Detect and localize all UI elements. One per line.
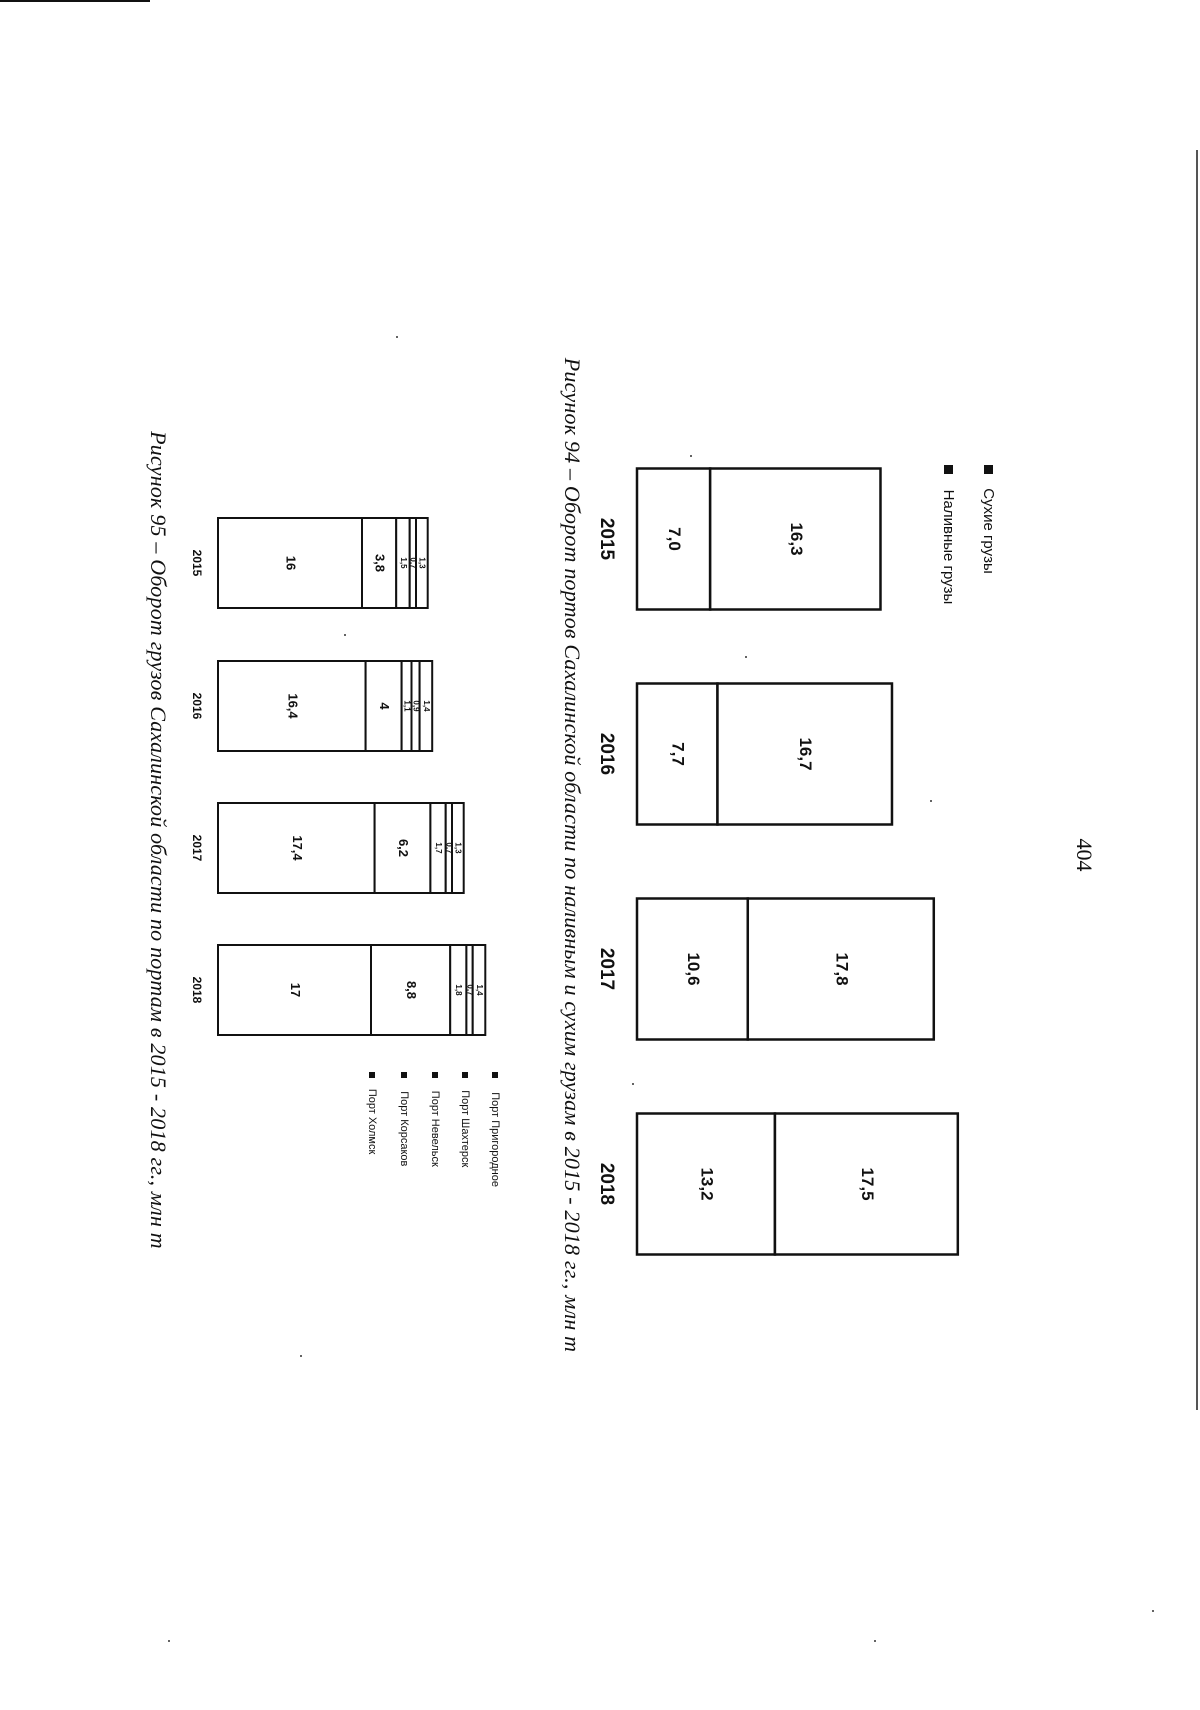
- bar-2015-series-0: [217, 517, 363, 609]
- scan-speck: [874, 1640, 876, 1642]
- data-label-2018-series-1: 8,8: [404, 981, 419, 999]
- scan-speck: [168, 1640, 170, 1642]
- tick-label-2017: 2017: [190, 835, 204, 862]
- legend-marker-0: [492, 1072, 498, 1078]
- data-label-2018-series-4: 1,4: [475, 984, 484, 996]
- legend-marker-1: [462, 1072, 468, 1078]
- data-label-2015-series-3: 0,7: [409, 557, 418, 569]
- tick-label-2017: 2017: [596, 948, 617, 990]
- bar-2015-series-1: [708, 467, 882, 611]
- data-label-2016-series-0: 7,7: [669, 742, 688, 766]
- bar-2016-series-1: [364, 660, 403, 752]
- data-label-2018-series-1: 17,5: [858, 1167, 877, 1200]
- data-label-2015-series-1: 16,3: [787, 522, 806, 555]
- data-label-2016-series-3: 0,9: [411, 700, 420, 712]
- bar-2018-series-4: [471, 944, 487, 1036]
- bar-2018-series-1: [370, 944, 452, 1036]
- tick-label-2016: 2016: [190, 693, 204, 720]
- data-label-2015-series-4: 1,3: [418, 557, 427, 569]
- data-label-2016-series-0: 16,4: [285, 693, 300, 719]
- tick-label-2018: 2018: [596, 1163, 617, 1205]
- tick-label-2018: 2018: [190, 977, 204, 1004]
- bar-2017-series-1: [746, 897, 936, 1041]
- data-label-2018-series-2: 1,8: [454, 984, 463, 996]
- scan-speck: [690, 455, 692, 457]
- legend-marker-dry: [984, 465, 993, 474]
- legend-marker-2: [432, 1072, 438, 1078]
- data-label-2015-series-2: 1,5: [399, 557, 408, 569]
- bar-2018-series-1: [773, 1112, 960, 1256]
- bar-2017-series-1: [373, 802, 432, 894]
- legend-label-2: Порт Невельск: [429, 1091, 441, 1167]
- bar-2016-series-1: [716, 682, 894, 826]
- data-label-2016-series-1: 16,7: [796, 737, 815, 770]
- legend-marker-liquid: [944, 465, 953, 474]
- data-label-2017-series-1: 6,2: [396, 839, 411, 857]
- scan-speck: [930, 800, 932, 802]
- scan-edge-right: [1196, 150, 1198, 1410]
- data-label-2017-series-0: 10,6: [684, 952, 703, 985]
- data-label-2017-series-3: 0,7: [445, 842, 454, 854]
- figure-95-caption: Рисунок 95 – Оборот грузов Сахалинской о…: [146, 431, 171, 1249]
- bar-2017-series-4: [451, 802, 465, 894]
- data-label-2015-series-0: 7,0: [665, 527, 684, 551]
- legend-label-3: Порт Корсаков: [398, 1091, 410, 1166]
- bar-2015-series-4: [415, 517, 429, 609]
- scan-speck: [1152, 1610, 1154, 1612]
- scan-speck: [632, 1083, 634, 1085]
- data-label-2015-series-1: 3,8: [373, 554, 388, 572]
- bar-2018-series-0: [635, 1112, 777, 1256]
- data-label-2017-series-4: 1,3: [454, 842, 463, 854]
- data-label-2016-series-1: 4: [377, 702, 392, 710]
- legend-label-0: Порт Пригородное: [489, 1092, 501, 1187]
- legend-label-dry: Сухие грузы: [980, 488, 997, 574]
- bar-2016-series-0: [217, 660, 367, 752]
- data-label-2017-series-0: 17,4: [290, 835, 305, 861]
- bar-2015-series-1: [361, 517, 398, 609]
- scan-edge-top: [0, 0, 150, 2]
- tick-label-2016: 2016: [596, 733, 617, 775]
- data-label-2015-series-0: 16: [284, 556, 299, 570]
- tick-label-2015: 2015: [190, 550, 204, 577]
- legend-label-liquid: Наливные грузы: [940, 490, 957, 605]
- data-label-2016-series-2: 1,1: [402, 700, 411, 712]
- legend-label-4: Порт Холмск: [366, 1089, 378, 1155]
- tick-label-2015: 2015: [596, 518, 617, 561]
- bar-2017-series-0: [635, 897, 750, 1041]
- scan-speck: [344, 634, 346, 636]
- bar-2015-series-0: [635, 467, 712, 611]
- legend-marker-3: [401, 1072, 407, 1078]
- data-label-2018-series-0: 13,2: [697, 1167, 716, 1200]
- bar-2016-series-4: [418, 660, 434, 752]
- data-label-2017-series-2: 1,7: [434, 842, 443, 854]
- scan-speck: [396, 336, 398, 338]
- data-label-2018-series-0: 17: [288, 983, 303, 997]
- scan-speck: [745, 656, 747, 658]
- bar-2016-series-0: [635, 682, 719, 826]
- legend-marker-4: [369, 1072, 375, 1078]
- data-label-2018-series-3: 0,7: [465, 984, 474, 996]
- legend-label-1: Порт Шахтерск: [459, 1090, 471, 1167]
- data-label-2016-series-4: 1,4: [422, 700, 431, 712]
- scan-speck: [300, 1355, 302, 1357]
- data-label-2017-series-1: 17,8: [832, 952, 851, 985]
